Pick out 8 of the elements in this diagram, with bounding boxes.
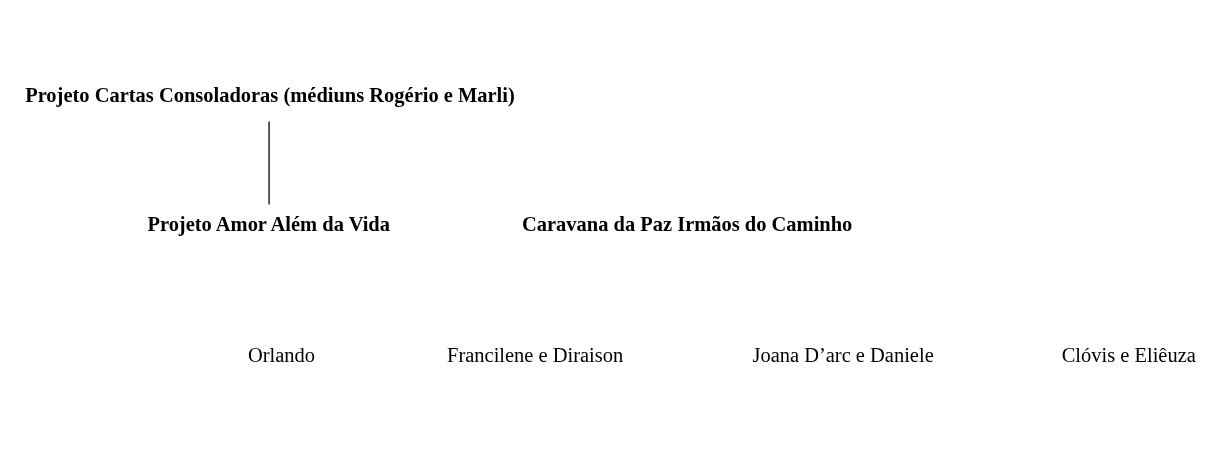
label: Caravana da Paz Irmãos do Caminho [521,212,853,235]
connector [268,120,270,205]
label: Francilene e Diraison [447,343,624,366]
label: Joana D’arc e Daniele [752,343,934,366]
label: Orlando [247,343,316,366]
node-text: Projeto Cartas Consoladoras (médiuns Rogério e Marli) [25,83,515,106]
label: Clóvis e Eliêuza [1061,343,1196,366]
node-text: Projeto Amor Além da Vida [147,212,390,235]
